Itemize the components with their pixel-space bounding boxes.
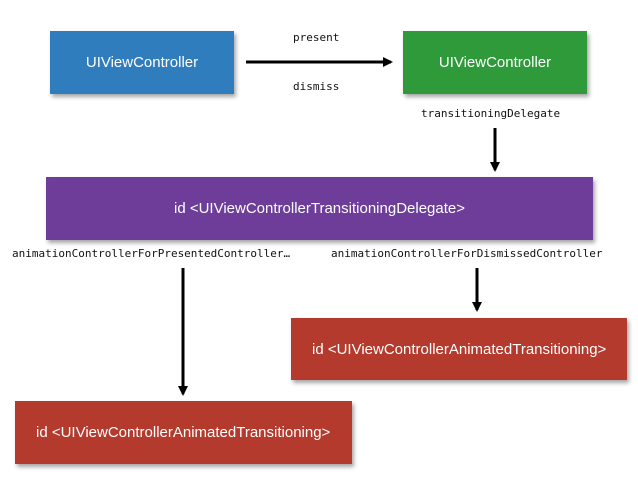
presenting-view-controller-box: UIViewController xyxy=(50,31,234,94)
presenting-view-controller-label: UIViewController xyxy=(85,54,199,71)
presented-view-controller-box: UIViewController xyxy=(403,31,587,94)
transitioning-delegate-label: id <UIViewControllerTransitioningDelegat… xyxy=(174,200,465,217)
transitioning-delegate-edge-label: transitioningDelegate xyxy=(421,107,561,120)
present-animator-label: id <UIViewControllerAnimatedTransitionin… xyxy=(36,424,331,441)
dismiss-animator-box: id <UIViewControllerAnimatedTransitionin… xyxy=(291,318,627,380)
present-edge-label: present xyxy=(293,31,340,44)
dismissed-controller-edge-label: animationControllerForDismissedControlle… xyxy=(331,247,603,260)
presented-controller-edge-label: animationControllerForPresentedControlle… xyxy=(12,247,291,260)
transitioning-delegate-box: id <UIViewControllerTransitioningDelegat… xyxy=(46,177,593,240)
presented-view-controller-label: UIViewController xyxy=(438,54,552,71)
present-animator-box: id <UIViewControllerAnimatedTransitionin… xyxy=(15,401,352,464)
dismiss-animator-label: id <UIViewControllerAnimatedTransitionin… xyxy=(312,340,607,358)
dismiss-edge-label: dismiss xyxy=(293,80,340,93)
